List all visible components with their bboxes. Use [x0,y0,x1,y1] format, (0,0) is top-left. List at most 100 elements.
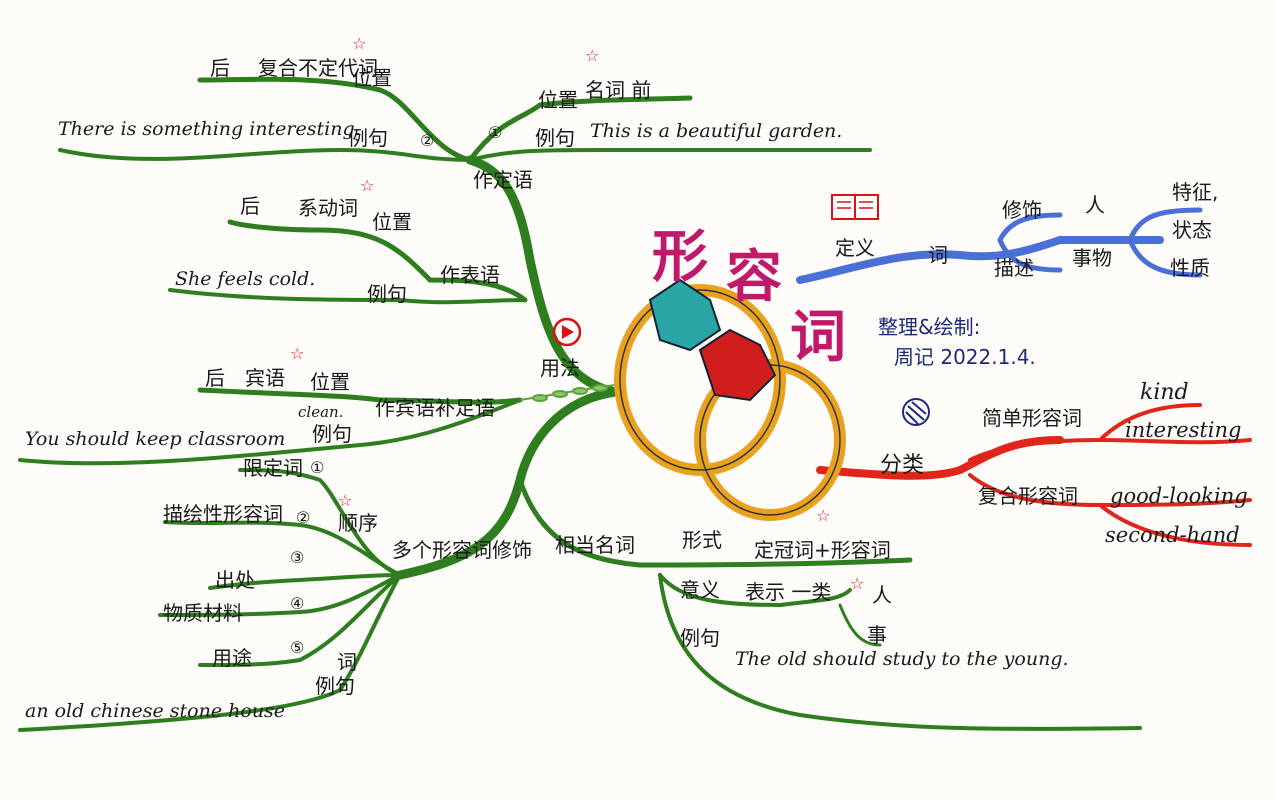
title-char-1: 形 [652,225,708,290]
definition-things: 事物 [1072,246,1112,270]
mo-item3-branch [208,573,402,590]
book-icon [831,194,879,220]
def-nature-branch [1127,237,1203,278]
classification-label: 分类 [880,453,925,478]
mo-item-1-text: 限定词 [243,456,303,480]
mo-example-label: 例句 [315,674,355,698]
nominal-form-label: 形式 [682,528,722,552]
definition-traits: 特征, [1172,180,1219,204]
mo-item-2-num: ② [296,508,311,527]
class-kind-branch [1098,403,1202,442]
definition-modify: 修饰 [1002,198,1042,222]
attr-pre-example-label: 例句 [535,126,575,150]
attr-pre-num: ① [488,123,503,142]
attr-pre-branch [467,95,693,163]
nominal-example: The old should study to the young. [735,648,1069,670]
definition-describe: 描述 [994,256,1034,280]
mo-item2-branch [163,520,402,577]
star-icon-attr-post: ☆ [352,34,367,53]
oc-example-word: clean. [298,403,344,421]
class-compound-ex-2: second-hand [1105,523,1240,547]
mo-item-4-num: ④ [290,594,305,613]
mo-item-1-num: ① [310,458,325,477]
mo-example-branch [18,573,402,732]
nominal-label: 相当名词 [555,533,635,557]
nominal-meaning-branch [658,573,852,608]
oc-label: 作宾语补足语 [375,396,495,420]
title-char-3: 词 [790,305,846,370]
oc-branch [197,387,523,405]
attr-post-example-label: 例句 [348,126,388,150]
def-describe-branch [997,237,1063,273]
attr-post-num: ② [420,131,435,150]
class-compound-ex-1: good-looking [1110,484,1248,508]
oc-example-branch [18,398,522,466]
pred-example-label: 例句 [367,282,407,306]
attr-post-rule: 后 [210,56,230,80]
globe-icon [902,398,930,426]
star-icon-nominal-meaning: ☆ [850,574,865,593]
definition-person: 人 [1085,193,1105,217]
definition-label: 定义 [835,236,875,260]
play-icon [552,317,582,347]
nominal-meaning: 表示 一类 [745,580,832,604]
oc-position: 位置 [310,370,350,394]
pred-rule2: 系动词 [298,196,358,220]
main-trunk-branch [465,155,620,397]
class-simple-ex-2: interesting [1125,418,1242,442]
nominal-thing-branch [838,603,882,647]
attr-post-example-branch [58,147,472,162]
class-compound-label: 复合形容词 [978,484,1078,508]
definition-nature: 性质 [1170,256,1210,280]
mo-item-5-num: ⑤ [290,638,305,657]
nominal-person: 人 [872,583,892,607]
mo-item-3-num: ③ [290,548,305,567]
nominal-example-label: 例句 [680,626,720,650]
title-char-2: 容 [726,245,782,310]
author-line2: 周记 2022.1.4. [894,345,1036,369]
class-simple-ex-1: kind [1140,380,1189,405]
star-icon-oc: ☆ [290,344,305,363]
pred-rule: 后 [240,194,260,218]
oc-rule2: 宾语 [245,366,285,390]
nominal-branch [517,477,913,568]
def-traits-branch [1127,207,1203,243]
pred-position: 位置 [372,210,412,234]
predicative-label: 作表语 [440,263,500,287]
mo-item5-branch [198,573,402,667]
attributive-label: 作定语 [473,168,533,192]
mo-item-2-text: 描绘性形容词 [163,502,283,526]
nominal-example-branch [658,573,1142,731]
nominal-form: 定冠词+形容词 [754,538,891,562]
pred-branch [227,219,528,303]
pred-example-branch [168,288,527,305]
oc-example: You should keep classroom [25,428,286,450]
mo-item-3-text: 出处 [215,568,255,592]
nominal-meaning-label: 意义 [680,578,720,602]
author-line1: 整理&绘制: [878,315,981,339]
nominal-thing: 事 [867,623,887,647]
star-icon-pred: ☆ [360,176,375,195]
attr-pre-example-branch [468,147,872,162]
definition-branch [796,235,1164,284]
attr-pre-rule: 名词 前 [585,78,652,102]
def-modify-branch [997,212,1063,243]
rings-illustration [614,278,846,521]
mo-item4-branch [158,573,402,617]
mo-item-5-text: 用途 [212,646,252,670]
attr-post-rule2: 复合不定代词 [258,56,378,80]
mo-word-label: 词 [337,650,357,674]
star-icon-mo: ☆ [338,491,353,510]
red-gem [698,328,777,402]
mo-item-4-text: 物质材料 [163,601,243,625]
mo-label: 多个形容词修饰 [392,538,532,562]
leaf-vine [519,384,616,402]
teal-gem [648,278,722,352]
attr-post-branch [197,76,473,163]
mo-item1-branch [238,468,402,577]
oc-rule: 后 [205,366,225,390]
mo-example: an old chinese stone house [25,700,286,722]
class-simple-label: 简单形容词 [982,406,1082,430]
definition-state: 状态 [1172,218,1212,242]
